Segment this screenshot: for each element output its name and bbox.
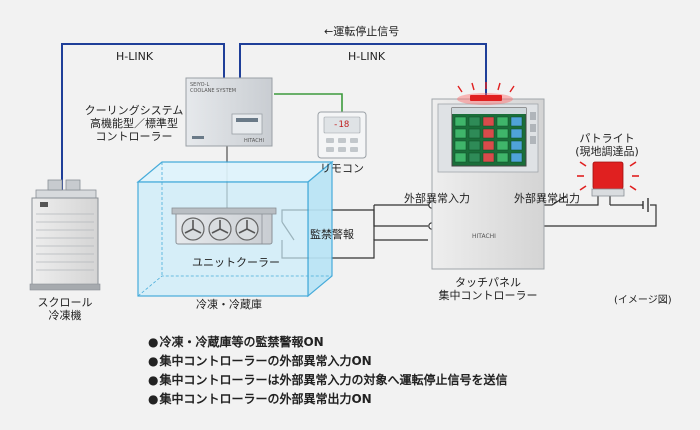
- scroll-refrigerator-label-line2: 冷凍機: [48, 309, 82, 322]
- remote-display-text: -18: [333, 120, 350, 130]
- unit-cooler-label: ユニットクーラー: [192, 256, 280, 269]
- scroll-refrigerator-label-line1: スクロール: [37, 296, 93, 309]
- screen-tile: [496, 116, 509, 127]
- screen-tile: [510, 152, 523, 163]
- alarm-glow: [457, 82, 515, 105]
- touch-panel-label: タッチパネル 集中コントローラー: [432, 276, 544, 302]
- screen-tile: [496, 140, 509, 151]
- screen-tile: [468, 116, 481, 127]
- patlite-device: [577, 161, 639, 197]
- screen-tile: [468, 152, 481, 163]
- screen-tile: [510, 140, 523, 151]
- sequence-item: 冷凍・冷蔵庫等の監禁警報ON: [148, 333, 508, 352]
- scroll-refrigerator-label: スクロール 冷凍機: [30, 296, 100, 322]
- controller-maker-text: HITACHI: [244, 138, 264, 144]
- scroll-refrigerator-device: [29, 179, 101, 291]
- touch-panel-device: [431, 98, 545, 270]
- monitor-alarm-label: 監禁警報: [310, 228, 354, 241]
- system-controller-label: クーリングシステム 高機能型／標準型 コントローラー: [82, 104, 186, 143]
- screen-tile: [454, 140, 467, 151]
- external-input-label: 外部異常入力: [404, 192, 470, 205]
- screen-tile: [468, 140, 481, 151]
- controller-system-text: COOLANE SYSTEM: [190, 88, 237, 94]
- output-line-bottom: [537, 204, 657, 227]
- patlite-label-line2: (現地調達品): [575, 145, 639, 158]
- system-controller-label-line2: 高機能型／標準型: [90, 117, 178, 130]
- touch-panel-label-line2: 集中コントローラー: [438, 289, 538, 302]
- h-link-wire-left: [61, 43, 225, 192]
- panel-maker-text: HITACHI: [472, 233, 496, 240]
- screen-tile: [482, 152, 495, 163]
- h-link-label-right: H-LINK: [348, 50, 386, 63]
- screen-tile: [482, 128, 495, 139]
- sequence-item: 集中コントローラーは外部異常入力の対象へ運転停止信号を送信: [148, 371, 507, 390]
- screen-tile: [496, 128, 509, 139]
- screen-tile: [482, 140, 495, 151]
- remote-wire: [274, 93, 343, 112]
- screen-tile: [454, 116, 467, 127]
- stop-signal-label: ←運転停止信号: [324, 25, 400, 38]
- freezer-room-label: 冷凍・冷蔵庫: [196, 298, 262, 311]
- system-controller-label-line1: クーリングシステム: [84, 104, 184, 117]
- system-controller-device: [185, 77, 273, 147]
- remote-label: リモコン: [320, 162, 364, 175]
- sequence-item: 集中コントローラーの外部異常入力ON: [148, 352, 508, 371]
- external-output-label: 外部異常出力: [514, 192, 580, 205]
- controller-brand-text: SEIYO-L: [190, 82, 210, 88]
- input-return-wire-2: [292, 239, 428, 259]
- h-link-label-left: H-LINK: [116, 50, 154, 63]
- screen-tile: [468, 128, 481, 139]
- remote-controller-device: [317, 111, 367, 159]
- screen-tile: [510, 128, 523, 139]
- system-controller-label-line3: コントローラー: [95, 130, 173, 143]
- patlite-label: パトライト (現地調達品): [572, 132, 642, 158]
- h-link-wire-right: [239, 43, 487, 99]
- sequence-item: 集中コントローラーの外部異常出力ON: [148, 390, 508, 409]
- touch-panel-label-line1: タッチパネル: [455, 276, 521, 289]
- screen-tile: [454, 128, 467, 139]
- screen-tile: [496, 152, 509, 163]
- image-note-label: (イメージ図): [614, 295, 672, 306]
- screen-tile: [482, 116, 495, 127]
- screen-tile: [510, 116, 523, 127]
- sequence-list: 冷凍・冷蔵庫等の監禁警報ON 集中コントローラーの外部異常入力ON 集中コントロ…: [148, 333, 508, 409]
- unit-cooler-device: [171, 207, 277, 245]
- screen-tile: [454, 152, 467, 163]
- output-line-top: [566, 196, 599, 206]
- patlite-label-line1: パトライト: [579, 132, 635, 145]
